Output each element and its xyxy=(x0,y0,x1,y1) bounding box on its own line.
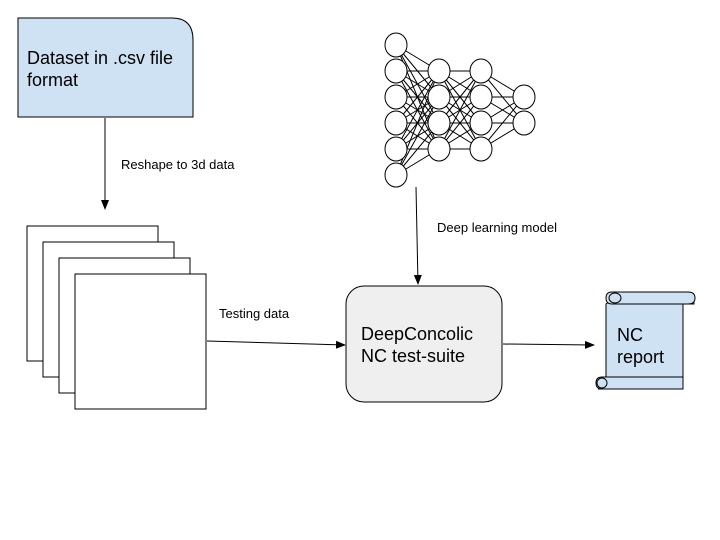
report-scroll-top-roll xyxy=(605,291,696,305)
dataset-label-line1: Dataset in .csv file xyxy=(27,48,173,68)
model-label: Deep learning model xyxy=(437,220,557,235)
neuron xyxy=(469,110,493,136)
report-scroll-body xyxy=(597,297,695,390)
dataset-shape xyxy=(17,17,194,118)
test-suite-label-line2: NC test-suite xyxy=(361,346,465,366)
neuron xyxy=(512,110,536,136)
dataset-node: Dataset in .csv file format xyxy=(17,17,194,118)
neuron xyxy=(384,162,408,188)
neuron xyxy=(384,136,408,162)
neuron xyxy=(427,58,451,84)
neural-network-neurons xyxy=(384,32,536,188)
stack-frame xyxy=(74,273,207,410)
neuron xyxy=(384,32,408,58)
report-arrow xyxy=(502,340,595,349)
neuron xyxy=(384,84,408,110)
test-suite-label-line1: DeepConcolic xyxy=(361,324,473,344)
neuron xyxy=(427,110,451,136)
neuron xyxy=(469,58,493,84)
report-scroll-top-curl xyxy=(608,292,622,304)
neuron xyxy=(512,84,536,110)
neuron xyxy=(384,110,408,136)
report-scroll-bottom-curl xyxy=(596,377,608,389)
neuron xyxy=(469,136,493,162)
testing-label: Testing data xyxy=(219,306,290,321)
neural-network-icon xyxy=(384,32,536,188)
test-suite-shape xyxy=(345,285,503,403)
model-arrow xyxy=(413,186,422,285)
neuron-connection xyxy=(395,70,440,150)
neuron-connection xyxy=(395,96,440,176)
report-label-line1: NC xyxy=(617,325,643,345)
neural-network-connections xyxy=(395,44,525,176)
neuron xyxy=(384,58,408,84)
test-suite-node: DeepConcolic NC test-suite xyxy=(345,285,503,403)
report-scroll-bottom-roll xyxy=(595,376,684,390)
reshape-label: Reshape to 3d data xyxy=(121,157,235,172)
testing-arrow xyxy=(206,340,346,349)
neuron xyxy=(427,136,451,162)
dataset-label-line2: format xyxy=(27,70,78,90)
neuron xyxy=(427,84,451,110)
neuron xyxy=(469,84,493,110)
report-label-line2: report xyxy=(617,347,664,367)
neuron-connection xyxy=(438,70,482,150)
stacked-frames-icon xyxy=(26,225,207,410)
report-node: NC report xyxy=(595,291,696,390)
